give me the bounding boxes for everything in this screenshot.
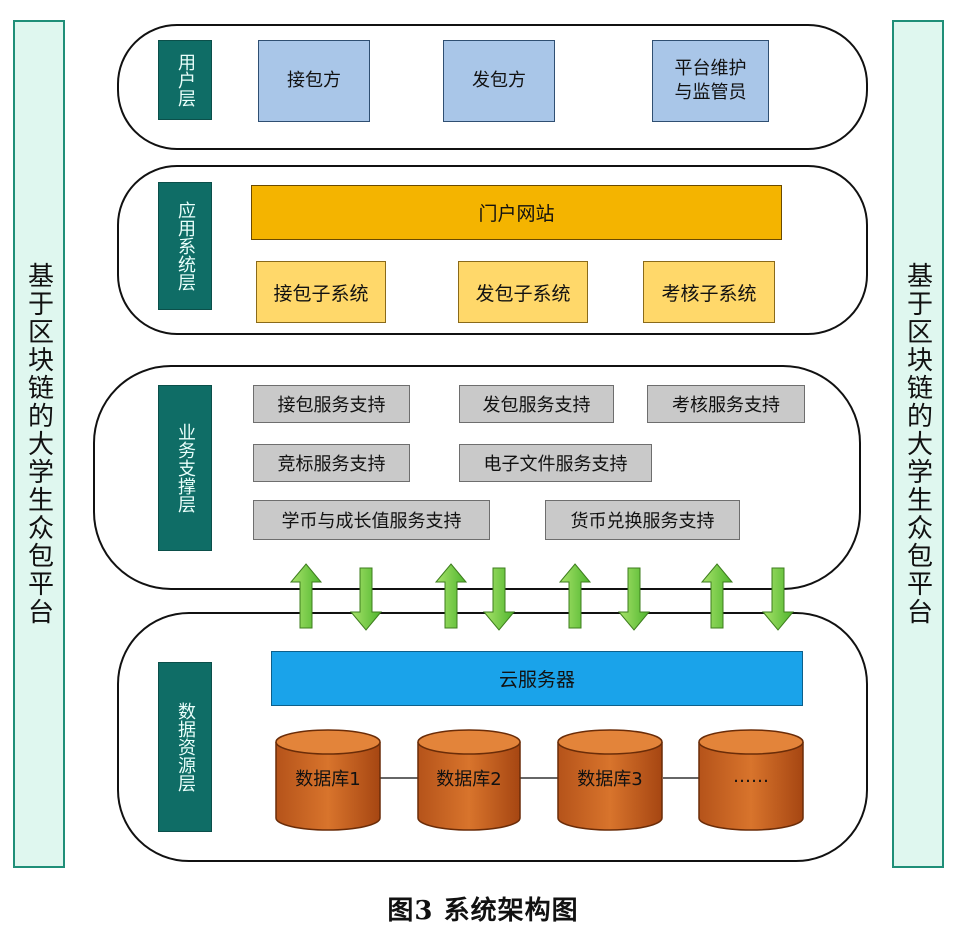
figure-caption: 图3 系统架构图 [387, 896, 579, 926]
green-down-arrow-icon [349, 567, 383, 631]
business-layer-label: 业务支撑层 [158, 385, 212, 551]
database-cylinder-icon: …… [698, 729, 804, 831]
cloud-server: 云服务器 [271, 651, 803, 706]
user-node-admin: 平台维护与监管员 [652, 40, 769, 122]
portal-website: 门户网站 [251, 185, 782, 240]
database-label: 数据库2 [436, 769, 501, 790]
left-side-title-panel: 基于区块链的大学生众包平台 [13, 20, 65, 868]
database-label: 数据库3 [577, 769, 642, 790]
right-side-title-panel: 基于区块链的大学生众包平台 [892, 20, 944, 868]
service-electronic-files: 电子文件服务支持 [459, 444, 652, 482]
user-node-receiver: 接包方 [258, 40, 370, 122]
green-up-arrow-icon [558, 563, 592, 629]
subsystem-receiver: 接包子系统 [256, 261, 386, 323]
green-down-arrow-icon [482, 567, 516, 631]
database-cylinder-icon: 数据库2 [417, 729, 521, 831]
database-cylinder-icon: 数据库1 [275, 729, 381, 831]
subsystem-publisher: 发包子系统 [458, 261, 588, 323]
database-label: …… [733, 766, 769, 787]
user-node-publisher: 发包方 [443, 40, 555, 122]
service-bidding: 竞标服务支持 [253, 444, 410, 482]
green-down-arrow-icon [761, 567, 795, 631]
service-receiver: 接包服务支持 [253, 385, 410, 423]
database-cylinder-icon: 数据库3 [557, 729, 663, 831]
service-coins-growth: 学币与成长值服务支持 [253, 500, 490, 540]
service-assessment: 考核服务支持 [647, 385, 805, 423]
green-down-arrow-icon [617, 567, 651, 631]
green-up-arrow-icon [289, 563, 323, 629]
data-layer-label: 数据资源层 [158, 662, 212, 832]
application-layer-label: 应用系统层 [158, 182, 212, 310]
left-side-title: 基于区块链的大学生众包平台 [23, 262, 54, 626]
green-up-arrow-icon [700, 563, 734, 629]
service-currency-exchange: 货币兑换服务支持 [545, 500, 740, 540]
green-up-arrow-icon [434, 563, 468, 629]
database-label: 数据库1 [295, 769, 360, 790]
right-side-title: 基于区块链的大学生众包平台 [902, 262, 933, 626]
service-publisher: 发包服务支持 [459, 385, 614, 423]
subsystem-assessment: 考核子系统 [643, 261, 775, 323]
user-layer-label: 用户层 [158, 40, 212, 120]
